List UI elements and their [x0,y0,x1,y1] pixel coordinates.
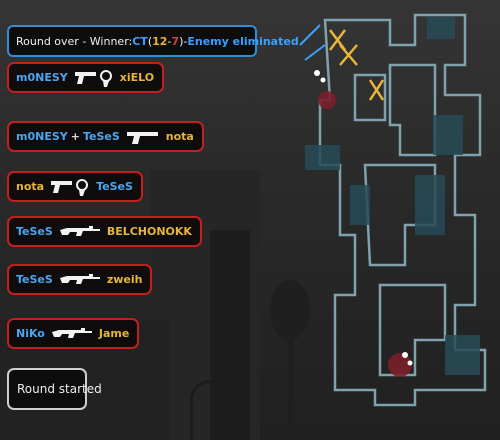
score-dash: - [167,34,172,48]
killer-name: nota [16,180,45,193]
minimap-icon [299,13,487,407]
score-open: ( [147,34,153,48]
victim-name: BELCHONOKK [106,225,192,238]
reason-sep: - [183,34,188,48]
ct-score: 12 [152,34,168,48]
kill-entry: m0NESY xiELO [7,62,165,93]
assist-plus: + [70,130,80,143]
rifle-icon [51,324,93,344]
smg-icon [126,127,160,147]
pistol-headshot-icon [74,68,114,88]
victim-name: TeSeS [96,180,133,193]
kill-entry: TeSeS BELCHONOKK [7,216,202,247]
round-prefix: Round over - Winner: [16,34,133,48]
winner-team: CT [132,34,148,48]
rifle-icon [59,222,101,242]
pistol-headshot-icon [50,177,90,197]
assister-name: TeSeS [82,130,120,143]
win-reason: Enemy eliminated [187,34,299,48]
victim-name: xiELO [119,71,155,84]
round-started-label: Round started [17,382,102,396]
victim-name: Jame [98,327,130,340]
kill-entry: TeSeS zweih [7,264,153,295]
victim-name: nota [165,130,194,143]
killer-name: NiKo [16,327,45,340]
killer-name: TeSeS [16,225,53,238]
kill-entry: m0NESY+TeSeS nota [7,121,204,152]
kill-entry: nota TeSeS [7,171,143,202]
killer-name: m0NESY [16,130,68,143]
killer-name: m0NESY [16,71,68,84]
killer-name: TeSeS [16,273,53,286]
victim-name: zweih [106,273,143,286]
t-score: 7 [171,34,180,48]
kill-entry: NiKo Jame [7,318,140,349]
round-over-banner: Round over - Winner: CT ( 12 - 7 ) - Ene… [7,25,299,57]
score-close: ) [179,34,184,48]
round-started-notice: Round started [7,368,102,410]
rifle-icon [59,270,101,290]
